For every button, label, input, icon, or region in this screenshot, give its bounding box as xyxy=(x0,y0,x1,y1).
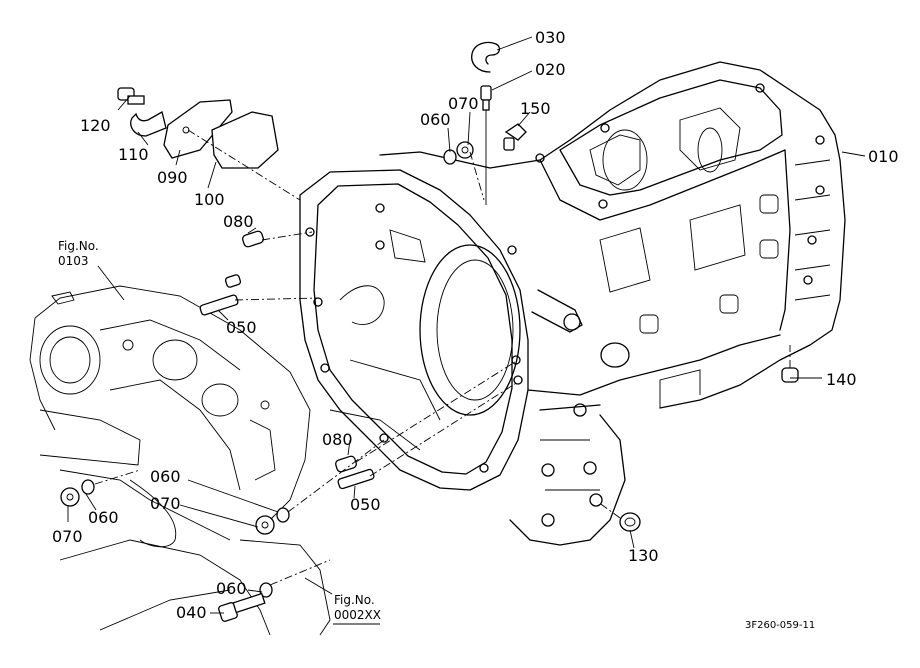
fig-ref-0002: Fig.No. 0002XX xyxy=(334,593,381,623)
fig-ref-0103: Fig.No. 0103 xyxy=(58,239,99,269)
washer-060-upper xyxy=(443,149,457,165)
label-030: 030 xyxy=(535,28,566,47)
nut-070-mid xyxy=(255,515,275,535)
fig-ref-0103-number: 0103 xyxy=(58,254,89,268)
label-150: 150 xyxy=(520,99,551,118)
label-130: 130 xyxy=(628,546,659,565)
washer-060-mid xyxy=(276,507,290,523)
stud-050-upper xyxy=(199,294,239,316)
label-020: 020 xyxy=(535,60,566,79)
stud-050-lower xyxy=(337,468,375,490)
label-080-lower: 080 xyxy=(322,430,353,449)
label-070-mid: 070 xyxy=(150,494,181,513)
label-100: 100 xyxy=(194,190,225,209)
fig-ref-0002-number: 0002XX xyxy=(334,608,381,622)
label-070-left: 070 xyxy=(52,527,83,546)
drawing-code: 3F260-059-11 xyxy=(745,620,816,631)
engine-block-reference xyxy=(29,285,331,636)
hook-ring xyxy=(471,41,501,73)
label-110: 110 xyxy=(118,145,149,164)
bolt-120 xyxy=(117,87,145,105)
nut-070-upper xyxy=(456,141,474,159)
bolt-040 xyxy=(218,592,266,622)
leader-lines xyxy=(67,36,866,614)
assembly-center-lines xyxy=(94,129,791,586)
label-050-upper: 050 xyxy=(226,318,257,337)
dowel-080-lower xyxy=(335,455,357,473)
nut-070-left xyxy=(60,487,80,507)
label-120: 120 xyxy=(80,116,111,135)
transmission-case xyxy=(299,61,846,546)
dowel-080-upper xyxy=(242,230,264,248)
clamp-110 xyxy=(130,111,167,137)
fig-ref-0002-label: Fig.No. xyxy=(334,593,375,607)
label-060-bottom: 060 xyxy=(216,579,247,598)
plug-140 xyxy=(781,367,799,383)
label-040: 040 xyxy=(176,603,207,622)
label-140: 140 xyxy=(826,370,857,389)
pin-020 xyxy=(480,85,492,205)
label-010: 010 xyxy=(868,147,899,166)
label-090: 090 xyxy=(157,168,188,187)
plug-130 xyxy=(619,512,641,532)
label-070-upper: 070 xyxy=(448,94,479,113)
label-060-left: 060 xyxy=(88,508,119,527)
label-060-mid: 060 xyxy=(150,467,181,486)
label-050-lower: 050 xyxy=(350,495,381,514)
cover-100 xyxy=(211,111,279,169)
label-060-upper: 060 xyxy=(420,110,451,129)
washer-060-bottom xyxy=(259,582,273,598)
elbow-fitting-150 xyxy=(503,123,527,151)
fig-ref-0103-label: Fig.No. xyxy=(58,239,99,253)
label-080-upper: 080 xyxy=(223,212,254,231)
washer-060-left xyxy=(81,479,95,495)
